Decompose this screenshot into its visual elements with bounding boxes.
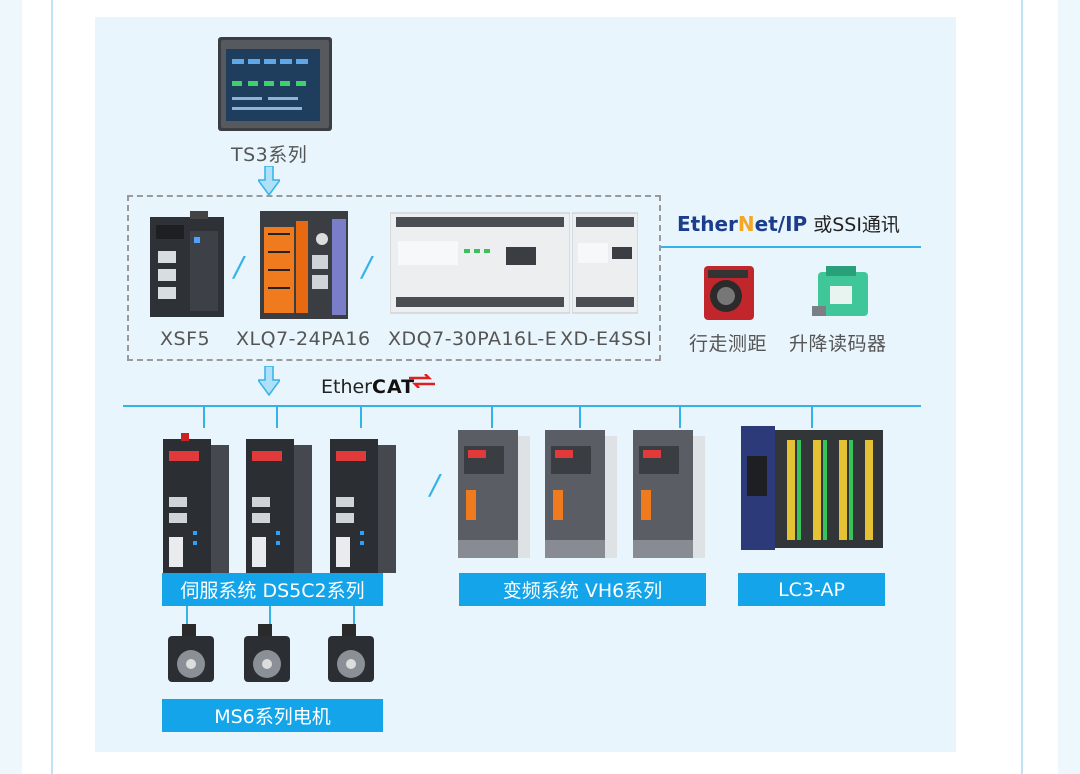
controller-label-xdq7: XDQ7-30PA16L-E [388, 328, 558, 350]
vfd-group-label: 变频系统 VH6系列 [459, 573, 706, 606]
servo-drive-device [163, 433, 229, 573]
motor-group-label: MS6系列电机 [162, 699, 383, 732]
sensor-label-range: 行走测距 [689, 333, 768, 355]
vfd-device [458, 430, 530, 564]
hmi-device [218, 37, 332, 131]
controller-group-box [127, 195, 661, 361]
servo-drive-device [330, 433, 396, 573]
vfd-device [545, 430, 617, 564]
servo-motor-device [324, 624, 380, 690]
diagram-panel [95, 17, 956, 752]
bus-drop-line [360, 406, 362, 428]
ethercat-arrows-icon [409, 374, 435, 388]
servo-drive-device [246, 433, 312, 573]
code-reader-device [812, 262, 874, 324]
range-sensor-device [700, 262, 758, 324]
servo-group-label: 伺服系统 DS5C2系列 [162, 573, 383, 606]
lc3-group-label: LC3-AP [738, 573, 885, 606]
bus-drop-line [276, 406, 278, 428]
lc3-device [741, 426, 883, 550]
sensor-label-reader: 升降读码器 [789, 333, 887, 355]
motor-link-line [269, 606, 271, 626]
left-frame-line [51, 0, 53, 774]
ethernet-ip-bus [661, 246, 921, 248]
ethercat-bus [123, 405, 921, 407]
motor-link-line [353, 606, 355, 626]
bus-drop-line [203, 406, 205, 428]
ethernet-ip-logo: EtherNet/IP 或SSI通讯 [677, 212, 900, 236]
xlq7-device [260, 211, 348, 319]
right-side-strip [1058, 0, 1080, 774]
bus-drop-line [811, 406, 813, 428]
controller-label-xsf5: XSF5 [160, 328, 211, 350]
vfd-device [633, 430, 705, 564]
ethercat-logo: EtherCAT [321, 376, 416, 398]
servo-motor-device [164, 624, 220, 690]
right-frame-line [1021, 0, 1023, 774]
down-arrow-icon [258, 366, 280, 396]
bus-drop-line [491, 406, 493, 428]
servo-motor-device [240, 624, 296, 690]
xsf5-device [150, 211, 224, 319]
controller-label-xlq7: XLQ7-24PA16 [236, 328, 371, 350]
separator-slash: / [234, 250, 244, 283]
bus-drop-line [579, 406, 581, 428]
controller-label-xd-e4ssi: XD-E4SSI [560, 328, 653, 350]
down-arrow-icon [258, 166, 280, 196]
motor-link-line [186, 606, 188, 626]
bus-drop-line [679, 406, 681, 428]
separator-slash: / [430, 468, 440, 501]
xdq7-device [390, 207, 570, 317]
left-side-strip [0, 0, 22, 774]
xd-e4ssi-device [572, 207, 638, 317]
separator-slash: / [362, 250, 372, 283]
hmi-label: TS3系列 [231, 144, 308, 166]
